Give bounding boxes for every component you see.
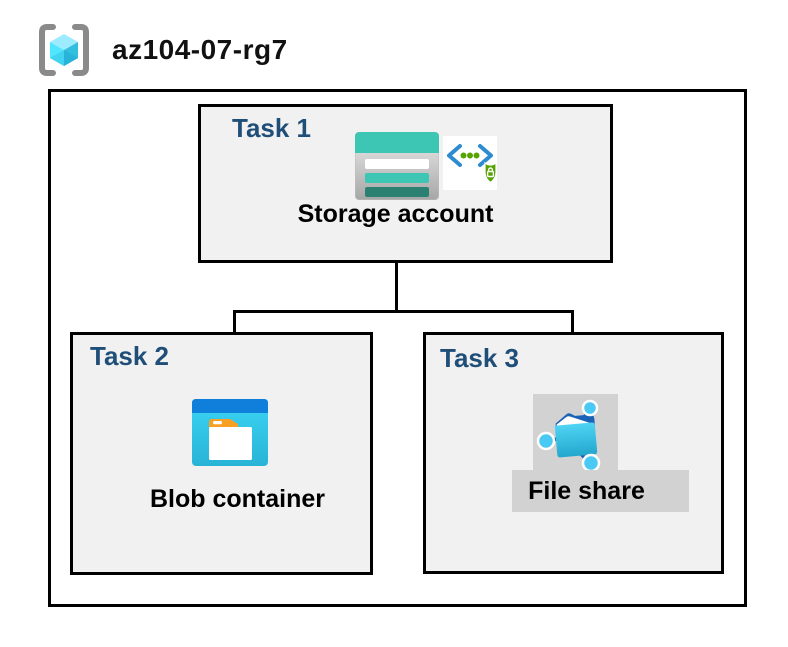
task3-box: Task 3 File share [423,332,724,574]
blob-container-icon [192,399,268,466]
connector-storage-stem [395,232,398,313]
task1-title: Task 1 [232,113,312,143]
file-share-icon [533,394,618,471]
task1-box: Task 1 Storage accoun [198,104,613,263]
task2-title: Task 2 [90,341,170,371]
file-share-label-highlight: File share [512,470,689,512]
task3-title: Task 3 [440,343,520,373]
resource-group-name: az104-07-rg7 [112,34,288,65]
blob-container-label: Blob container [149,485,325,513]
storage-account-icon [355,132,439,200]
resource-group-icon [39,24,89,76]
resource-group-header: az104-07-rg7 [38,22,288,78]
connector-horizontal [233,310,574,313]
file-share-label: File share [528,476,645,505]
secure-api-icon [443,136,497,190]
task2-box: Task 2 Blob container [70,332,373,575]
storage-account-label: Storage account [297,200,494,228]
